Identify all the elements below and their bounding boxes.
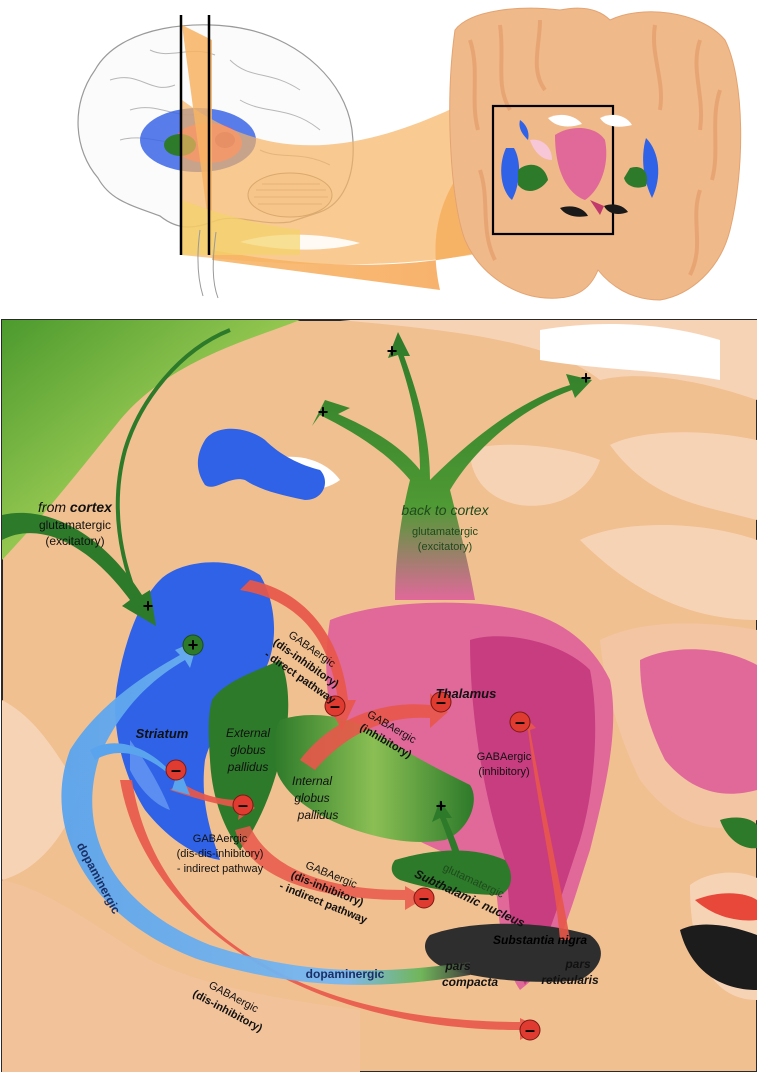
minus-sign-snr-thalamus: –	[515, 712, 525, 732]
label-pars-reticularis-2: reticularis	[541, 973, 599, 987]
label-external-gp-1: External	[226, 726, 270, 740]
label-back-to-cortex: back to cortex	[401, 502, 489, 518]
plus-sign-cortex-top: +	[387, 341, 398, 361]
top-overview	[78, 8, 741, 300]
svg-text:+: +	[143, 596, 154, 616]
minus-sign-gpe: –	[238, 795, 248, 815]
label-from-cortex-type: glutamatergic	[39, 518, 111, 532]
label-from-cortex-effect: (excitatory)	[45, 534, 104, 548]
svg-text:+: +	[581, 368, 592, 388]
label-thalamus: Thalamus	[436, 686, 497, 701]
plus-sign-cortex-top-left: +	[318, 402, 329, 422]
label-back-to-cortex-effect: (excitatory)	[418, 541, 472, 553]
plus-sign-cortex-top-right: +	[581, 368, 592, 388]
minus-sign-snr: –	[525, 1020, 535, 1040]
label-internal-gp-1: Internal	[292, 774, 332, 788]
svg-text:+: +	[318, 402, 329, 422]
minus-sign-stn: –	[419, 888, 429, 908]
label-striatum: Striatum	[136, 726, 189, 741]
label-internal-gp-3: pallidus	[297, 808, 339, 822]
label-snr-out-1: GABAergic	[477, 751, 532, 763]
minus-sign-dopamine: –	[171, 760, 181, 780]
label-snr-out-2: (inhibitory)	[478, 766, 529, 778]
label-pars-compacta-1: pars	[444, 959, 471, 973]
label-pars-reticularis-1: pars	[564, 957, 591, 971]
label-dopaminergic-bottom: dopaminergic	[306, 967, 385, 981]
coronal-section	[450, 8, 741, 300]
label-substantia-nigra: Substantia nigra	[493, 933, 587, 947]
label-indirect-2: (dis-dis-inhibitory)	[177, 848, 264, 860]
svg-text:+: +	[387, 341, 398, 361]
label-internal-gp-2: globus	[294, 791, 329, 805]
label-from-cortex: from cortex	[38, 499, 113, 515]
label-back-to-cortex-type: glutamatergic	[412, 526, 479, 538]
label-pars-compacta-2: compacta	[442, 975, 498, 989]
label-external-gp-3: pallidus	[227, 760, 269, 774]
label-indirect-1: GABAergic	[193, 833, 248, 845]
plus-sign-striatum-input: +	[143, 596, 154, 616]
detail-panel: + + + + + – – – – – – – + from	[2, 320, 757, 1072]
plus-sign-dopamine: +	[188, 635, 199, 655]
label-indirect-3: - indirect pathway	[177, 863, 264, 875]
label-external-gp-2: globus	[230, 743, 265, 757]
plus-sign-stn-gpi: +	[436, 796, 447, 816]
